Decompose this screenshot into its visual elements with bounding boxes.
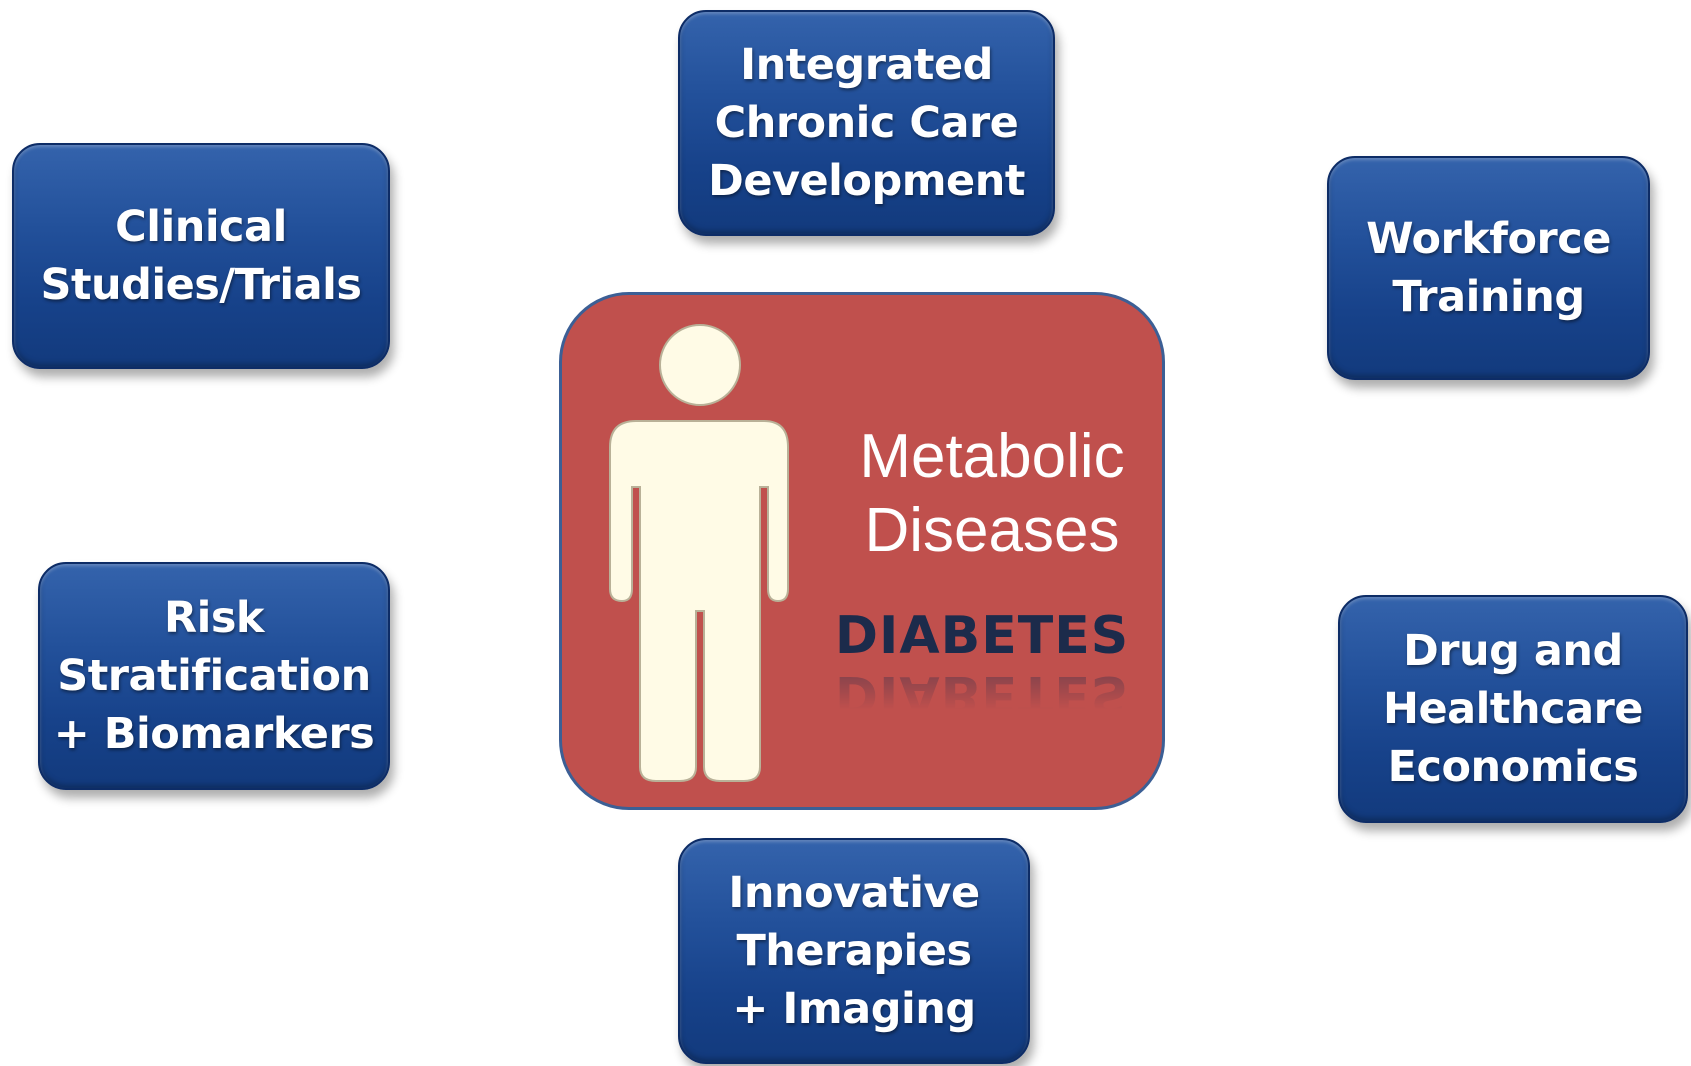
box-line: Development: [708, 156, 1025, 206]
person-icon: [609, 324, 789, 782]
person-body: [609, 420, 789, 782]
box-line: + Biomarkers: [53, 709, 375, 759]
box-line: Healthcare: [1383, 684, 1643, 734]
box-line: Drug and: [1403, 626, 1623, 676]
box-risk-stratification: Risk Stratification + Biomarkers: [38, 562, 390, 790]
center-metabolic-diseases: Metabolic Diseases DIABETES DIABETES: [559, 292, 1165, 810]
box-line: Training: [1392, 272, 1585, 322]
box-line: + Imaging: [732, 984, 976, 1034]
box-innovative-therapies-label: Innovative Therapies + Imaging: [728, 864, 980, 1038]
box-drug-healthcare-economics: Drug and Healthcare Economics: [1338, 595, 1688, 823]
box-line: Clinical: [115, 202, 287, 252]
box-workforce-training: Workforce Training: [1327, 156, 1650, 380]
box-clinical-studies-label: Clinical Studies/Trials: [40, 198, 362, 314]
box-line: Chronic Care: [714, 98, 1019, 148]
box-workforce-training-label: Workforce Training: [1366, 210, 1611, 326]
box-risk-stratification-label: Risk Stratification + Biomarkers: [54, 589, 375, 763]
box-clinical-studies: Clinical Studies/Trials: [12, 143, 390, 369]
box-line: Risk: [163, 593, 265, 643]
center-title-line: Diseases: [864, 496, 1120, 565]
box-integrated-chronic-care-label: Integrated Chronic Care Development: [708, 36, 1025, 210]
box-line: Economics: [1387, 742, 1639, 792]
diabetes-reflection: DIABETES: [834, 664, 1130, 724]
box-line: Studies/Trials: [40, 260, 362, 310]
box-line: Innovative: [728, 868, 980, 918]
diabetes-label: DIABETES: [834, 606, 1130, 666]
box-line: Workforce: [1366, 214, 1611, 264]
box-drug-healthcare-economics-label: Drug and Healthcare Economics: [1383, 622, 1643, 796]
person-head: [659, 324, 741, 406]
box-line: Therapies: [736, 926, 972, 976]
box-line: Integrated: [740, 40, 993, 90]
center-title-line: Metabolic: [859, 422, 1125, 491]
box-innovative-therapies: Innovative Therapies + Imaging: [678, 838, 1030, 1064]
box-integrated-chronic-care: Integrated Chronic Care Development: [678, 10, 1055, 236]
box-line: Stratification: [57, 651, 371, 701]
center-title: Metabolic Diseases: [827, 420, 1157, 568]
